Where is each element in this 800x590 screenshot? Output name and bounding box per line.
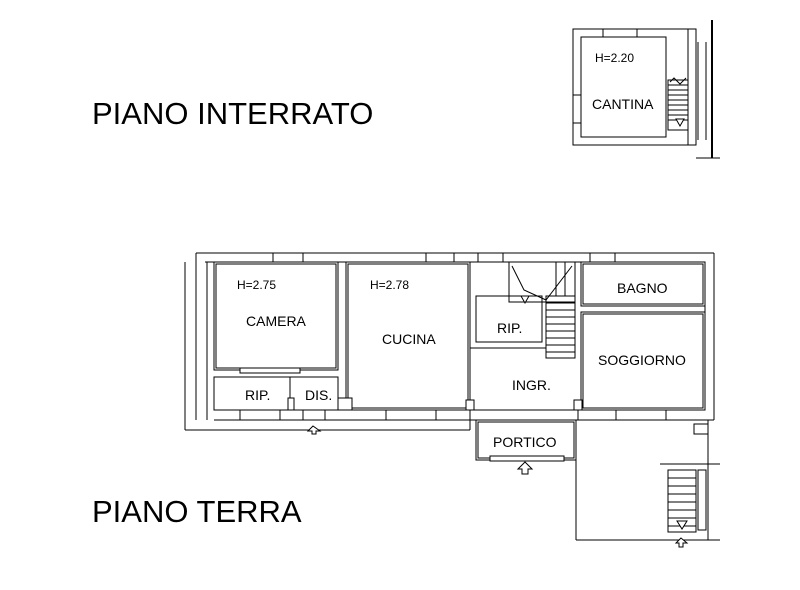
room-label-camera: CAMERA bbox=[246, 313, 307, 329]
basement-plan: H=2.20 CANTINA bbox=[572, 20, 720, 159]
cucina-height-label: H=2.78 bbox=[370, 278, 409, 292]
basement-staircase bbox=[667, 77, 689, 131]
entrance-arrow-icon bbox=[306, 425, 322, 435]
room-label-ingr: INGR. bbox=[512, 377, 551, 393]
ground-staircase bbox=[508, 261, 576, 359]
entrance-arrow-icon bbox=[674, 537, 689, 548]
room-label-rip-small: RIP. bbox=[497, 320, 522, 336]
cantina-height-label: H=2.20 bbox=[595, 51, 634, 65]
room-label-rip-left: RIP. bbox=[245, 387, 270, 403]
ground-plan: H=2.75 H=2.78 CAMERA CUCINA RIP. RIP. DI… bbox=[184, 252, 720, 548]
camera-height-label: H=2.75 bbox=[237, 278, 276, 292]
ground-floor-title: PIANO TERRA bbox=[92, 494, 302, 529]
basement-floor-title: PIANO INTERRATO bbox=[92, 96, 373, 131]
room-label-dis: DIS. bbox=[305, 387, 332, 403]
room-label-cantina: CANTINA bbox=[592, 96, 654, 112]
room-label-portico: PORTICO bbox=[493, 434, 557, 450]
room-label-bagno: BAGNO bbox=[617, 280, 668, 296]
entrance-arrow-icon bbox=[516, 461, 534, 475]
room-label-soggiorno: SOGGIORNO bbox=[598, 352, 686, 368]
room-label-cucina: CUCINA bbox=[382, 331, 436, 347]
